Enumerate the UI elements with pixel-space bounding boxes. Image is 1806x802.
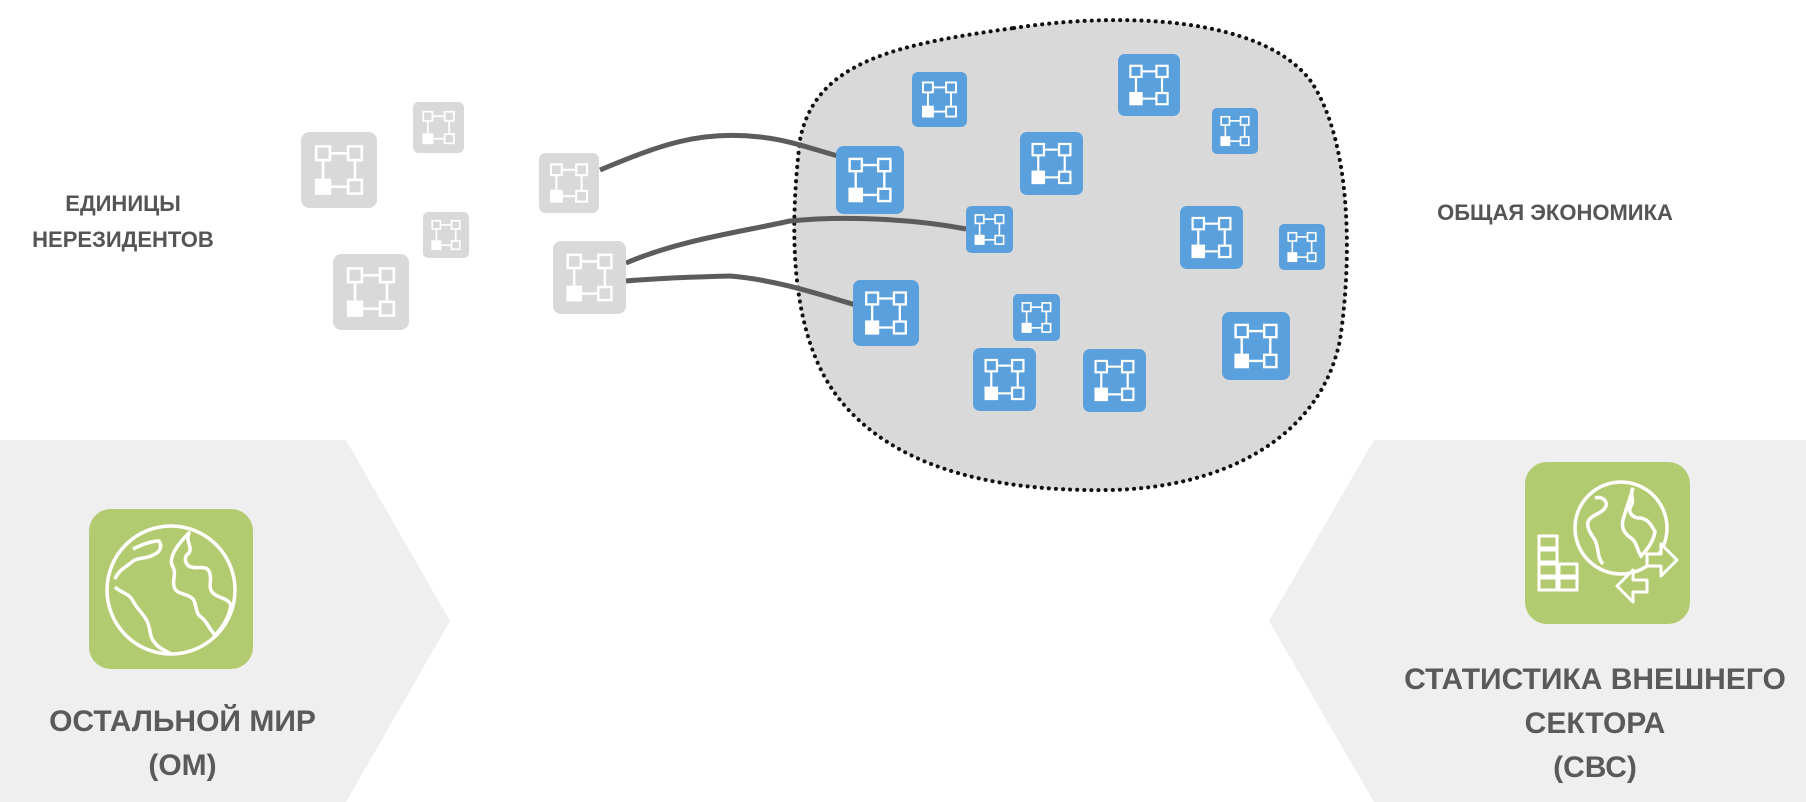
nonresident-unit-icon: [537, 151, 601, 215]
resident-unit-icon: [1018, 130, 1085, 197]
nonresident-units-label: ЕДИНИЦЫ НЕРЕЗИДЕНТОВ: [32, 191, 214, 252]
resident-unit-icon: [1178, 204, 1245, 271]
resident-unit-icon: [971, 346, 1038, 413]
globe-icon: [105, 524, 237, 656]
resident-unit-icon: [911, 71, 968, 128]
resident-unit-icon: [1012, 293, 1061, 342]
rest-of-world-label: ОСТАЛЬНОЙ МИР (ОМ): [49, 705, 316, 782]
external-sector-statistics-label: СТАТИСТИКА ВНЕШНЕГО СЕКТОРА (СВС): [1404, 663, 1786, 784]
total-economy-label: ОБЩАЯ ЭКОНОМИКА: [1437, 200, 1673, 225]
resident-unit-icon: [965, 205, 1014, 254]
resident-unit-icon: [1116, 52, 1182, 118]
connector-line: [625, 273, 857, 308]
resident-unit-icon: [1081, 347, 1148, 414]
external-sector-tile: [1525, 462, 1690, 624]
resident-unit-icon: [851, 278, 921, 348]
rest-of-world-tile: [89, 509, 253, 669]
resident-unit-icon: [834, 144, 906, 216]
nonresident-unit-icon: [299, 130, 379, 210]
total-economy-area: [792, 18, 1349, 493]
connector-line: [599, 132, 839, 173]
resident-unit-icon: [1220, 310, 1292, 382]
connector-line: [625, 215, 967, 266]
nonresident-unit-icon: [331, 252, 411, 332]
resident-unit-icon: [1211, 107, 1259, 155]
nonresident-unit-icon: [551, 239, 628, 316]
globe-exchange-icon: [1537, 480, 1679, 604]
nonresident-unit-icon: [422, 211, 470, 259]
resident-unit-icon: [1278, 223, 1326, 271]
nonresident-unit-icon: [412, 101, 465, 154]
